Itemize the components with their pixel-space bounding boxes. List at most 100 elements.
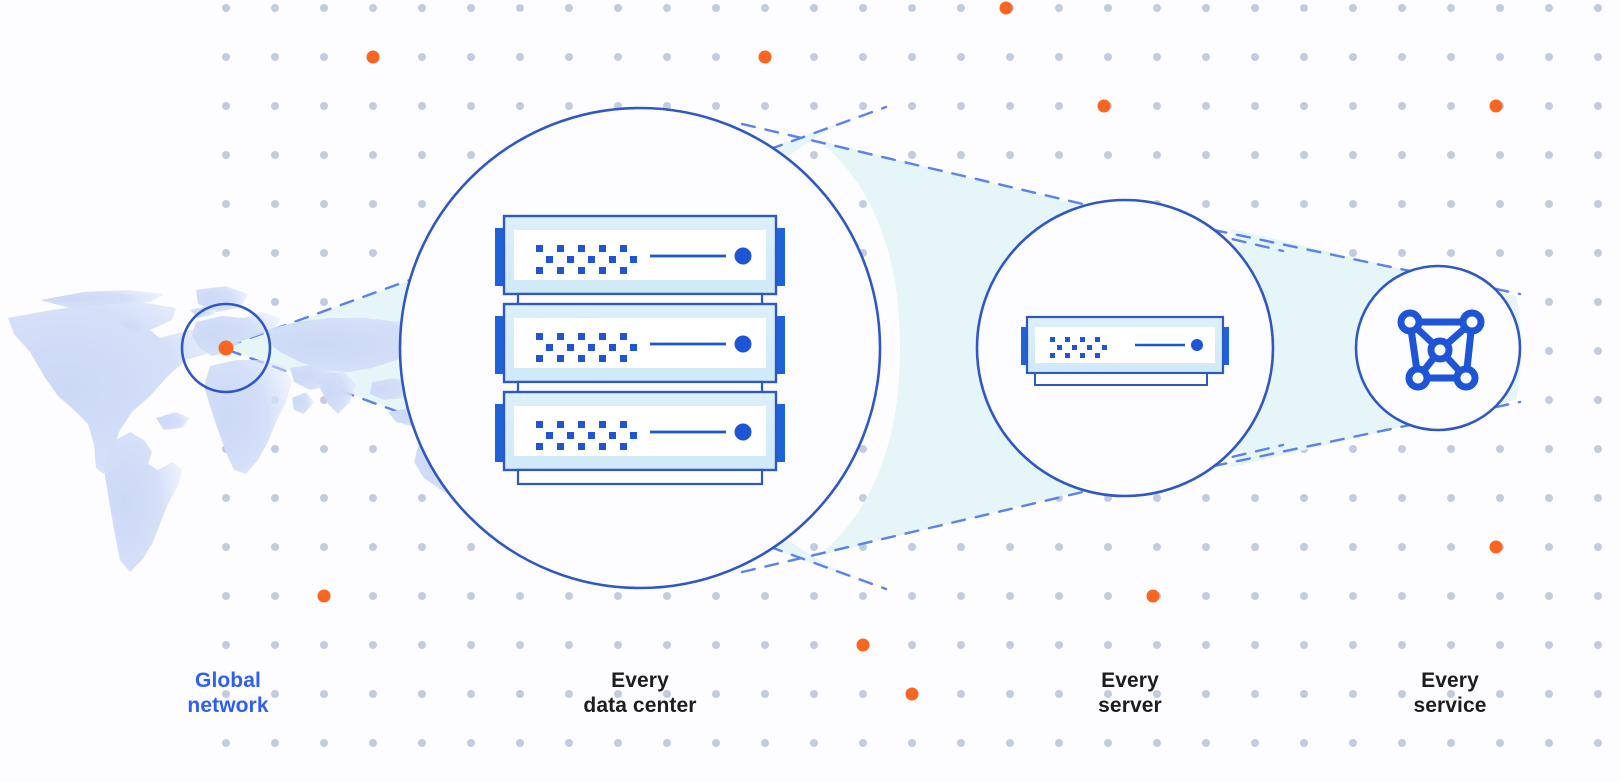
grid-dot bbox=[1349, 53, 1357, 61]
grid-dot bbox=[1545, 739, 1553, 747]
grid-dot bbox=[516, 4, 524, 12]
grid-dot bbox=[1594, 53, 1602, 61]
grid-dot bbox=[516, 641, 524, 649]
rack-base bbox=[516, 468, 764, 486]
accent-dot bbox=[366, 50, 380, 64]
grid-dot bbox=[1545, 4, 1553, 12]
grid-dot bbox=[810, 102, 818, 110]
grid-dot bbox=[957, 4, 965, 12]
grid-dot bbox=[1202, 690, 1210, 698]
grid-dot bbox=[1153, 151, 1161, 159]
grid-dot bbox=[1496, 200, 1504, 208]
grid-dot bbox=[1349, 102, 1357, 110]
grid-dot bbox=[1545, 641, 1553, 649]
led-panel-single bbox=[1050, 337, 1107, 358]
status-dot-2 bbox=[734, 335, 752, 353]
grid-dot bbox=[663, 690, 671, 698]
grid-dot bbox=[1006, 641, 1014, 649]
grid-dot bbox=[467, 739, 475, 747]
grid-dot bbox=[1349, 592, 1357, 600]
grid-dot bbox=[467, 102, 475, 110]
grid-dot bbox=[614, 592, 622, 600]
grid-dot bbox=[1496, 445, 1504, 453]
grid-dot bbox=[1447, 200, 1455, 208]
mesh-network-nodes bbox=[1397, 309, 1485, 391]
grid-dot bbox=[369, 151, 377, 159]
grid-dot bbox=[271, 102, 279, 110]
grid-dot bbox=[859, 102, 867, 110]
grid-dot bbox=[810, 53, 818, 61]
grid-dot bbox=[1104, 151, 1112, 159]
grid-dot bbox=[271, 200, 279, 208]
grid-dot bbox=[565, 641, 573, 649]
grid-dot bbox=[1398, 151, 1406, 159]
grid-dot bbox=[1251, 592, 1259, 600]
accent-dot bbox=[758, 50, 772, 64]
rack-unit-3 bbox=[495, 390, 785, 486]
grid-dot bbox=[1447, 445, 1455, 453]
grid-dot bbox=[1349, 690, 1357, 698]
grid-dot bbox=[1153, 53, 1161, 61]
grid-dot bbox=[957, 641, 965, 649]
grid-dot bbox=[1006, 53, 1014, 61]
grid-dot bbox=[1202, 102, 1210, 110]
grid-dot bbox=[1398, 543, 1406, 551]
grid-dot bbox=[369, 690, 377, 698]
grid-dot bbox=[761, 102, 769, 110]
grid-dot bbox=[271, 690, 279, 698]
grid-dot bbox=[810, 4, 818, 12]
grid-dot bbox=[1594, 543, 1602, 551]
mesh-node-br bbox=[1453, 365, 1479, 391]
grid-dot bbox=[222, 641, 230, 649]
grid-dot bbox=[1006, 592, 1014, 600]
grid-dot bbox=[957, 102, 965, 110]
grid-dot bbox=[1398, 641, 1406, 649]
grid-dot bbox=[663, 592, 671, 600]
grid-dot bbox=[320, 200, 328, 208]
grid-dot bbox=[369, 641, 377, 649]
grid-dot bbox=[1594, 102, 1602, 110]
grid-dot bbox=[1594, 641, 1602, 649]
grid-dot bbox=[1594, 690, 1602, 698]
grid-dot bbox=[222, 494, 230, 502]
grid-dot bbox=[1447, 641, 1455, 649]
accent-dot bbox=[1097, 99, 1111, 113]
grid-dot bbox=[418, 4, 426, 12]
grid-dot bbox=[1398, 102, 1406, 110]
grid-dot bbox=[418, 641, 426, 649]
grid-dot bbox=[467, 690, 475, 698]
grid-dot bbox=[1447, 102, 1455, 110]
grid-dot bbox=[1545, 347, 1553, 355]
grid-dot bbox=[1447, 249, 1455, 257]
grid-dot bbox=[810, 151, 818, 159]
grid-dot bbox=[1300, 200, 1308, 208]
grid-dot bbox=[1545, 592, 1553, 600]
grid-dot bbox=[271, 445, 279, 453]
accent-dot bbox=[1489, 540, 1503, 554]
grid-dot bbox=[418, 592, 426, 600]
grid-dot bbox=[1104, 543, 1112, 551]
grid-dot bbox=[1447, 4, 1455, 12]
grid-dot bbox=[908, 53, 916, 61]
grid-dot bbox=[1545, 53, 1553, 61]
grid-dot bbox=[1153, 690, 1161, 698]
grid-dot bbox=[859, 592, 867, 600]
grid-dot bbox=[1398, 53, 1406, 61]
grid-dot bbox=[1006, 543, 1014, 551]
grid-dot bbox=[1055, 739, 1063, 747]
grid-dot bbox=[1398, 445, 1406, 453]
grid-dot bbox=[418, 102, 426, 110]
grid-dot bbox=[957, 543, 965, 551]
grid-dot bbox=[1594, 4, 1602, 12]
grid-dot bbox=[1153, 543, 1161, 551]
grid-dot bbox=[1447, 690, 1455, 698]
grid-dot bbox=[1447, 543, 1455, 551]
grid-dot bbox=[614, 641, 622, 649]
grid-dot bbox=[712, 4, 720, 12]
accent-dot bbox=[905, 687, 919, 701]
grid-dot bbox=[1251, 690, 1259, 698]
grid-dot bbox=[1496, 739, 1504, 747]
grid-dot bbox=[810, 690, 818, 698]
grid-dot bbox=[1447, 739, 1455, 747]
